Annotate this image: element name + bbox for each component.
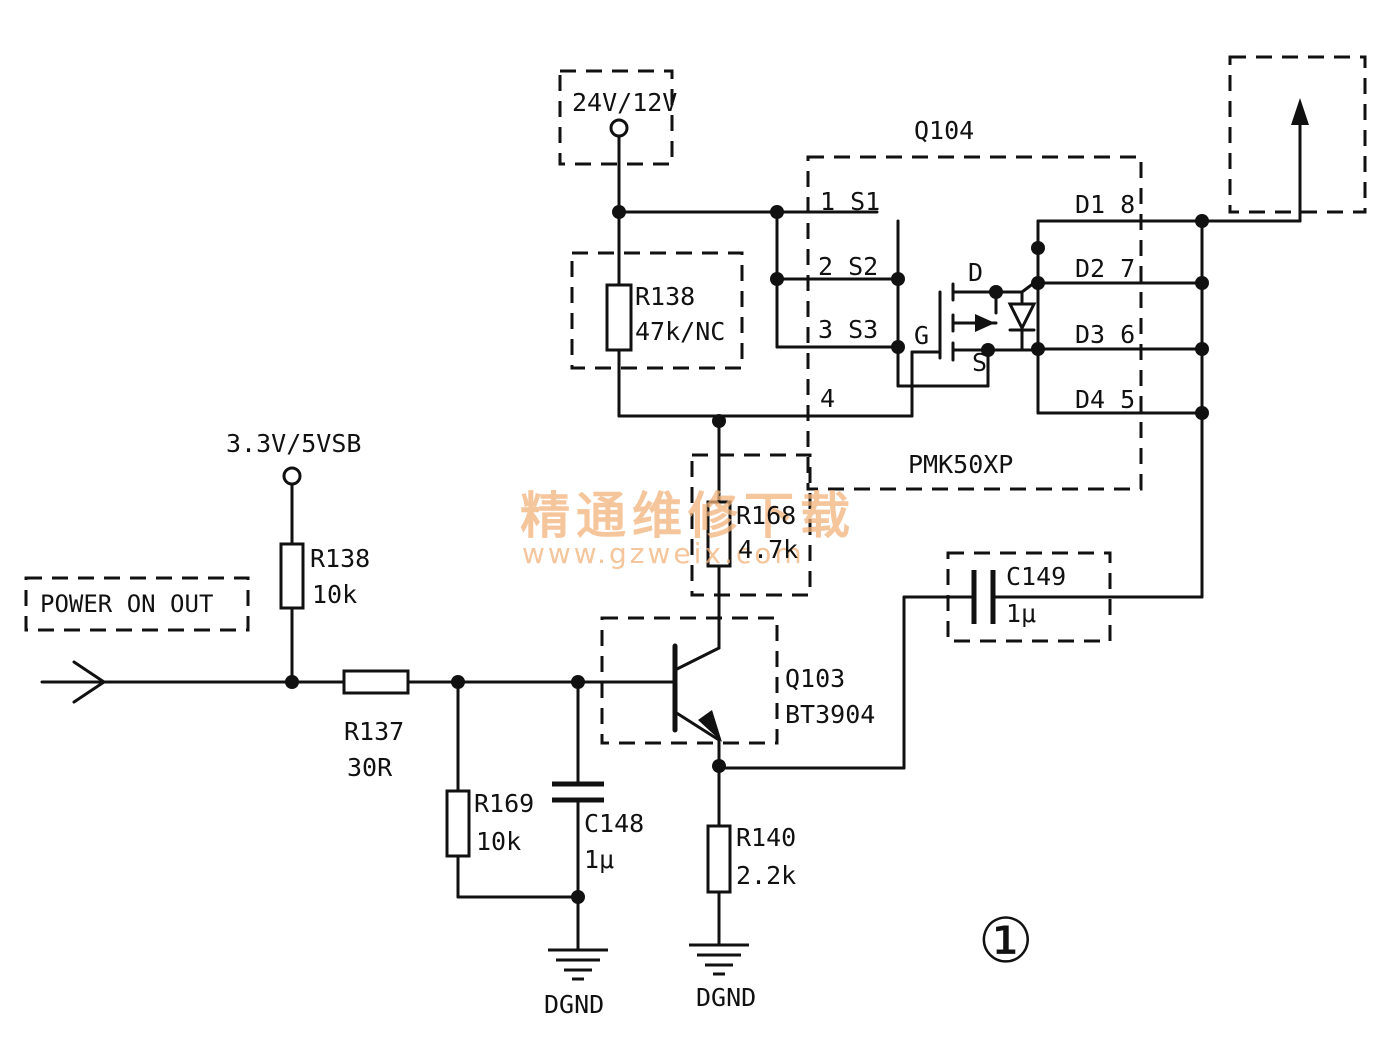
load-box [1228,55,1367,214]
r137-name-label: R137 [344,717,404,746]
wires [40,108,1302,952]
q104-box [806,155,1143,491]
pin-s-label: S [972,348,987,377]
supply-24v-terminal-icon [609,118,629,138]
c149-name-label: C149 [1006,562,1066,591]
r137-resistor-icon [342,669,410,695]
q103-value-label: BT3904 [785,700,875,729]
r168-value-label: 4.7k [738,535,798,564]
pin-s2-label: 2 S2 [818,252,878,281]
supply-24v-box [558,69,674,166]
r137-value-label: 30R [347,753,393,782]
r140-resistor-icon [706,824,732,894]
r138a-box [570,251,744,370]
r168-name-label: R168 [736,501,796,530]
r138a-name-label: R138 [635,282,695,311]
pin-d1-label: D1 8 [1075,190,1135,219]
junction-dots [285,205,1209,904]
r138b-value-label: 10k [312,580,357,609]
c148-capacitor-icon [552,781,604,803]
c149-value-label: 1μ [1006,599,1036,628]
pmk50xp-label: PMK50XP [908,450,1013,479]
pin-g-label: G [914,321,929,350]
r169-name-label: R169 [474,789,534,818]
r138b-name-label: R138 [310,544,370,573]
r138a-resistor-icon [605,283,633,352]
r138a-value-label: 47k/NC [635,317,725,346]
watermark-url: www.gzweix.com [522,537,805,570]
r168-resistor-icon [706,500,732,568]
dgnd-label-right: DGND [696,983,756,1012]
supply-3v3-terminal-icon [282,466,302,486]
mosfet-arrow-icon [975,314,995,332]
power-on-out-label: POWER ON OUT [40,590,213,618]
r169-value-label: 10k [476,827,521,856]
q103-emitter-arrow-icon [698,710,722,742]
supply-3v3-label: 3.3V/5VSB [226,429,361,458]
pin-d-label: D [968,258,983,287]
dashed-boxes [24,55,1367,745]
c149-capacitor-icon [971,570,996,624]
c148-name-label: C148 [584,809,644,838]
pin-s3-label: 3 S3 [818,315,878,344]
pin-d2-label: D2 7 [1075,254,1135,283]
q104-label: Q104 [914,116,974,145]
q103-box [600,616,779,745]
r140-value-label: 2.2k [736,861,796,890]
body-diode-icon [1007,302,1037,332]
dgnd-label-left: DGND [544,990,604,1019]
q103-name-label: Q103 [785,664,845,693]
r138b-resistor-icon [279,542,305,610]
figure-number: ① [978,904,1034,977]
output-arrow-icon [1291,98,1309,125]
c148-value-label: 1μ [584,845,614,874]
pin-d4-label: D4 5 [1075,385,1135,414]
r169-resistor-icon [445,789,471,858]
pin-4-label: 4 [820,384,835,413]
r168-box [690,453,812,597]
pin-d3-label: D3 6 [1075,320,1135,349]
r140-name-label: R140 [736,823,796,852]
power-on-out-box [24,576,250,632]
supply-24v-label: 24V/12V [572,88,677,117]
ground-icon [689,943,749,976]
watermark-title: 精通维修下载 [520,487,856,545]
ground-icon [548,948,608,981]
pin-s1-label: 1 S1 [820,187,880,216]
